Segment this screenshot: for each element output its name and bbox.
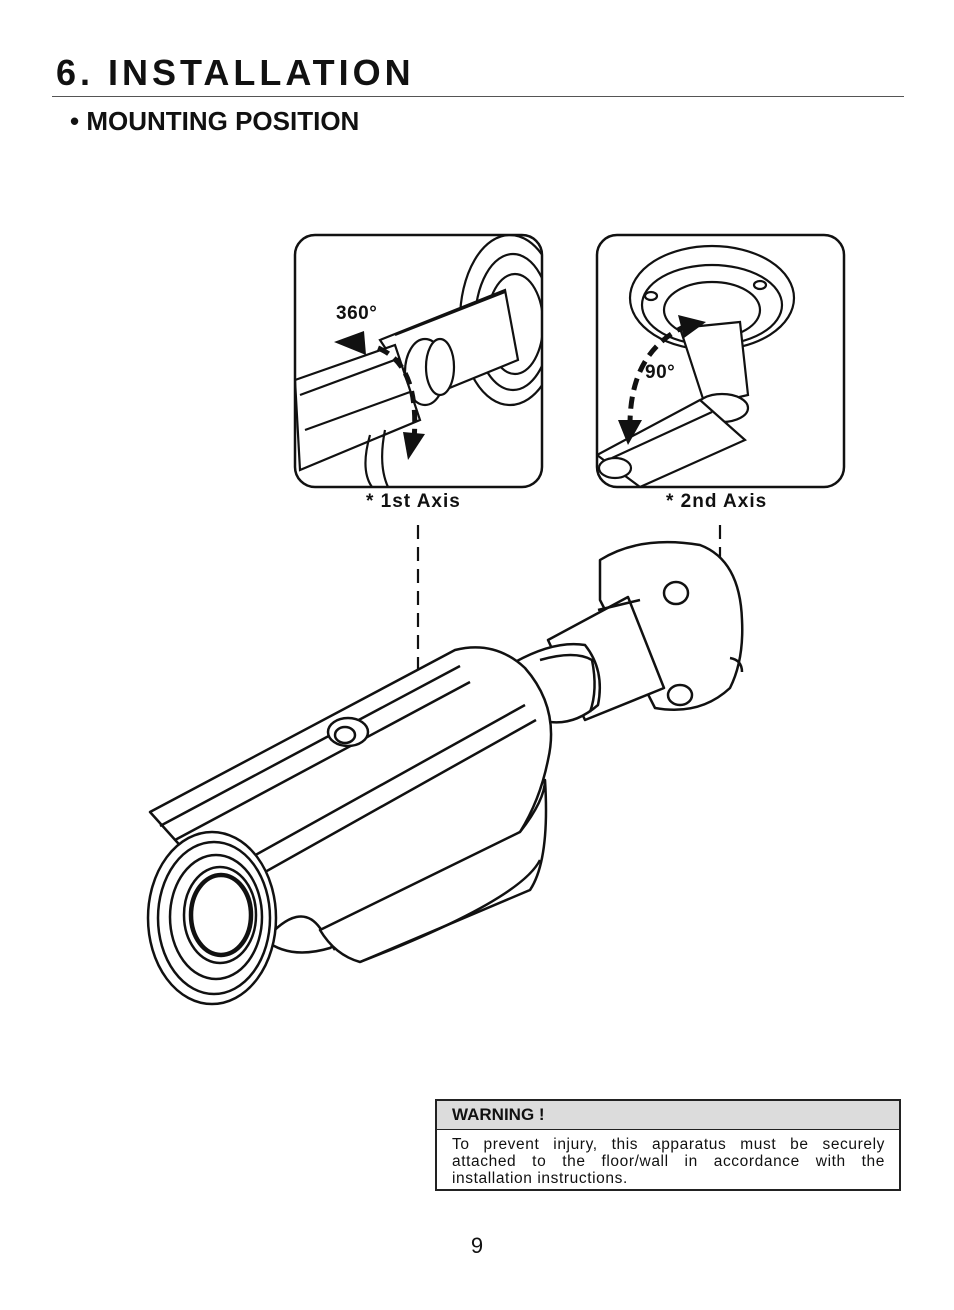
- warning-text: To prevent injury, this apparatus must b…: [452, 1136, 885, 1187]
- axis1-rotation-degrees: 360°: [336, 303, 378, 324]
- warning-heading: WARNING !: [437, 1101, 899, 1130]
- section-title: 6. INSTALLATION: [56, 52, 415, 93]
- axis1-panel-frame: [293, 233, 544, 489]
- warning-box: WARNING ! To prevent injury, this appara…: [435, 1099, 901, 1191]
- axis2-label: * 2nd Axis: [666, 491, 768, 512]
- axis1-detail-panel: [295, 235, 542, 487]
- bullet-camera-drawing: [146, 540, 744, 1006]
- section-subtitle: • MOUNTING POSITION: [70, 106, 360, 136]
- axis2-panel-frame: [595, 233, 846, 489]
- title-divider: [52, 96, 904, 97]
- page-number: 9: [470, 1233, 484, 1258]
- rotation-90-arrow: [627, 322, 689, 426]
- axis1-label: * 1st Axis: [366, 491, 461, 512]
- rotation-360-arrow: [376, 345, 418, 441]
- axis2-detail-panel: [597, 244, 796, 487]
- axis2-rotation-degrees: 90°: [645, 362, 676, 383]
